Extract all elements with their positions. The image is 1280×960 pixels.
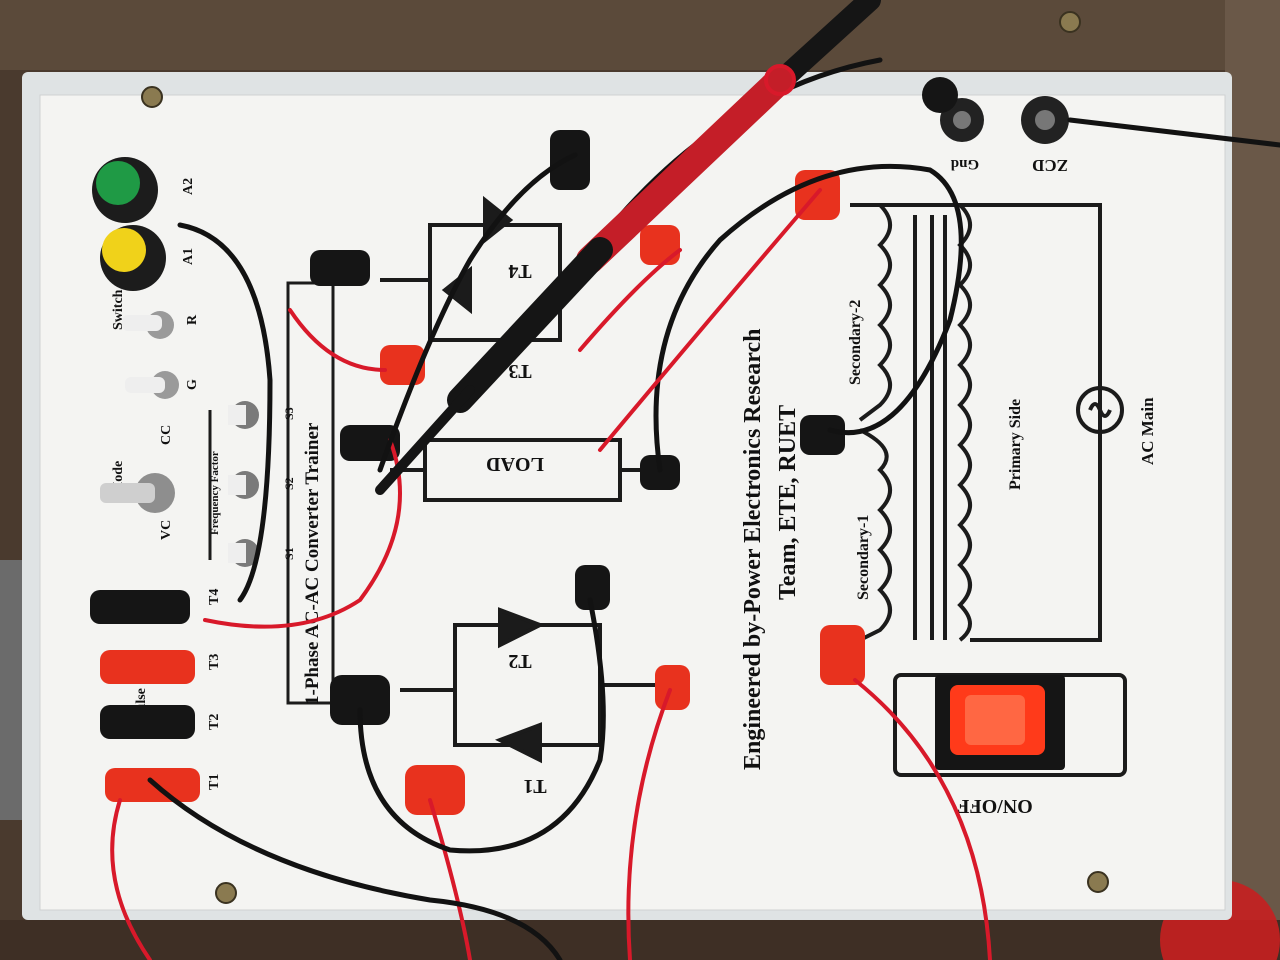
a2-label: A2 bbox=[181, 178, 196, 195]
zcd-jack[interactable] bbox=[1021, 96, 1069, 144]
board-title-line2: Team, ETE, RUET bbox=[775, 405, 801, 600]
t1-label: T1 bbox=[523, 775, 546, 797]
load-right-jack bbox=[640, 455, 680, 490]
oscilloscope-probe bbox=[375, 0, 958, 495]
s3-label: S3 bbox=[282, 407, 296, 420]
pulse-t3-jack[interactable] bbox=[100, 650, 195, 684]
t3-label: T3 bbox=[508, 360, 531, 382]
s1-label: S1 bbox=[282, 547, 296, 560]
a1-knob[interactable] bbox=[100, 225, 166, 291]
primary-label: Primary Side bbox=[1007, 399, 1024, 490]
a2-knob[interactable] bbox=[92, 157, 158, 223]
gnd-label: Gnd bbox=[950, 156, 979, 172]
on-off-label: ON/OFF bbox=[957, 795, 1033, 817]
g-label: G bbox=[185, 379, 200, 390]
pulse-t2-jack[interactable] bbox=[100, 705, 195, 739]
wires bbox=[110, 57, 1280, 960]
s3-button[interactable] bbox=[228, 401, 259, 429]
pulse-t3-label: T3 bbox=[207, 654, 222, 670]
center-tap-jack bbox=[800, 415, 845, 455]
s1-button[interactable] bbox=[228, 539, 259, 567]
secondary1-label: Secondary-1 bbox=[855, 515, 872, 600]
transformer-schematic bbox=[850, 203, 1127, 777]
zcd-label: ZCD bbox=[1032, 156, 1068, 175]
s2-button[interactable] bbox=[228, 471, 259, 499]
r-label: R bbox=[185, 314, 200, 325]
power-switch[interactable] bbox=[935, 675, 1065, 770]
load-label: LOAD bbox=[486, 453, 544, 475]
t1-left-jack bbox=[330, 675, 390, 725]
t4-left-jack bbox=[310, 250, 370, 286]
s2-label: S2 bbox=[282, 477, 296, 490]
pulse-t4-jack[interactable] bbox=[90, 590, 190, 624]
secondary1-jack bbox=[820, 625, 865, 685]
t2-right-jack bbox=[655, 665, 690, 710]
vc-label: VC bbox=[159, 520, 174, 540]
pulse-t4-label: T4 bbox=[207, 589, 222, 605]
t4-label: T4 bbox=[508, 260, 531, 282]
t2-top-jack bbox=[575, 565, 610, 610]
frequency-factor-label: Frequency Factor bbox=[209, 451, 221, 535]
board-title-line1: Engineered by-Power Electronics Research bbox=[740, 329, 766, 771]
cc-label: CC bbox=[159, 425, 174, 445]
a1-label: A1 bbox=[181, 248, 196, 265]
g-toggle[interactable] bbox=[125, 371, 179, 399]
secondary2-label: Secondary-2 bbox=[847, 300, 864, 385]
trainer-title: 1-Phase AC-AC Converter Trainer bbox=[302, 422, 323, 705]
t4-right-jack bbox=[640, 225, 680, 265]
pulse-t1-label: T1 bbox=[207, 774, 222, 790]
pulse-t2-label: T2 bbox=[207, 714, 222, 730]
mode-toggle[interactable] bbox=[100, 473, 175, 513]
ac-main-label: AC Main bbox=[1138, 397, 1157, 465]
t2-label: T2 bbox=[508, 650, 531, 672]
t1-bottom-jack bbox=[405, 765, 465, 815]
trainer-board bbox=[22, 72, 1232, 920]
switch-toggle[interactable] bbox=[122, 311, 174, 339]
